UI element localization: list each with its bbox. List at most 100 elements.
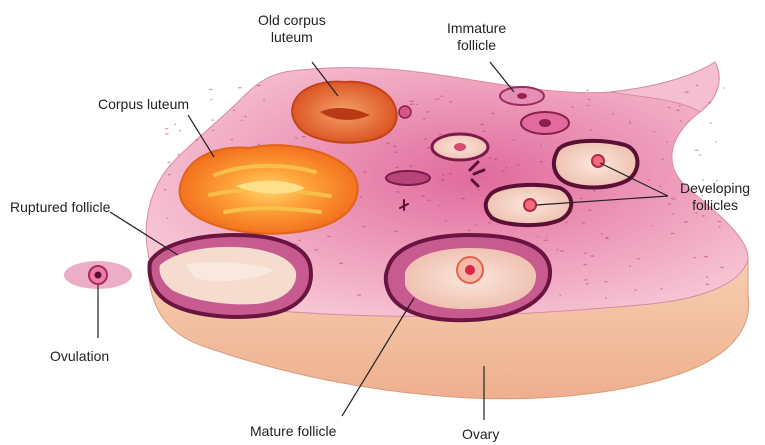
- tissue-speckle: [584, 279, 588, 280]
- tissue-speckle: [165, 133, 169, 134]
- tissue-speckle: [670, 233, 674, 234]
- tissue-speckle: [557, 249, 559, 250]
- tissue-speckle: [257, 144, 260, 145]
- tissue-speckle: [708, 102, 712, 103]
- tissue-speckle: [584, 253, 587, 254]
- tissue-speckle: [442, 180, 445, 181]
- tissue-speckle: [604, 281, 607, 282]
- tissue-speckle: [653, 131, 655, 132]
- tissue-speckle: [174, 124, 176, 125]
- mature-follicle: [386, 235, 550, 320]
- tissue-speckle: [660, 288, 663, 289]
- tissue-speckle: [468, 230, 471, 231]
- tissue-speckle: [537, 236, 539, 237]
- tissue-speckle: [715, 141, 717, 142]
- tissue-speckle: [634, 289, 637, 290]
- tissue-speckle: [233, 110, 235, 111]
- tissue-speckle: [449, 173, 453, 174]
- tissue-speckle: [440, 96, 442, 97]
- tissue-speckle: [540, 161, 544, 162]
- tissue-speckle: [386, 143, 389, 144]
- tissue-speckle: [244, 116, 247, 117]
- ovulation-label: Ovulation: [50, 348, 109, 365]
- tissue-speckle: [605, 238, 609, 239]
- tissue-speckle: [165, 128, 168, 129]
- tissue-speckle: [571, 107, 574, 108]
- tissue-speckle: [410, 104, 414, 105]
- tissue-speckle: [488, 222, 491, 223]
- tissue-speckle: [393, 146, 397, 147]
- tissue-speckle: [238, 87, 242, 88]
- tissue-speckle: [230, 139, 233, 140]
- tissue-speckle: [593, 190, 595, 191]
- tissue-speckle: [629, 123, 632, 124]
- tissue-speckle: [717, 221, 721, 222]
- tissue-speckle: [517, 164, 519, 165]
- tissue-speckle: [710, 123, 712, 124]
- tissue-speckle: [478, 189, 480, 190]
- tissue-speckle: [363, 171, 366, 172]
- tissue-speckle: [651, 225, 653, 226]
- tissue-speckle: [302, 136, 306, 137]
- tissue-speckle: [423, 118, 426, 119]
- tissue-speckle: [426, 147, 430, 148]
- tissue-speckle: [437, 98, 440, 99]
- tissue-speckle: [666, 141, 668, 142]
- tissue-speckle: [588, 99, 591, 100]
- tissue-speckle: [434, 99, 436, 100]
- tissue-speckle: [488, 157, 492, 158]
- tissue-speckle: [720, 267, 724, 268]
- tissue-speckle: [699, 154, 702, 155]
- mature-follicle-label: Mature follicle: [250, 423, 336, 440]
- tissue-speckle: [679, 105, 681, 106]
- tissue-speckle: [168, 174, 171, 175]
- tissue-speckle: [442, 175, 444, 176]
- tissue-speckle: [461, 198, 465, 199]
- tissue-speckle: [583, 264, 587, 265]
- tissue-speckle: [395, 167, 399, 168]
- tissue-speckle: [674, 199, 676, 200]
- tissue-speckle: [680, 120, 682, 121]
- tissue-speckle: [475, 225, 478, 226]
- tissue-speckle: [421, 195, 425, 196]
- tissue-speckle: [298, 240, 301, 241]
- tissue-speckle: [257, 85, 261, 86]
- tissue-speckle: [362, 226, 365, 227]
- tissue-speckle: [396, 191, 400, 192]
- tissue-speckle: [588, 210, 592, 211]
- tissue-speckle: [685, 92, 689, 93]
- tissue-speckle: [210, 99, 212, 100]
- tissue-speckle: [668, 107, 671, 108]
- tissue-speckle: [671, 198, 674, 199]
- tissue-speckle: [394, 231, 397, 232]
- tissue-speckle: [580, 198, 583, 199]
- tissue-speckle: [501, 171, 505, 172]
- tissue-speckle: [241, 120, 243, 121]
- tissue-speckle: [591, 255, 595, 256]
- tissue-speckle: [480, 124, 484, 125]
- tissue-speckle: [544, 240, 548, 241]
- tissue-speckle: [179, 130, 181, 131]
- tissue-speckle: [559, 295, 561, 296]
- developing-follicles-label: Developingfollicles: [680, 180, 750, 214]
- tissue-speckle: [416, 104, 418, 105]
- tissue-speckle: [706, 276, 708, 277]
- tissue-speckle: [582, 222, 585, 223]
- tissue-speckle: [705, 284, 709, 285]
- tissue-speckle: [586, 90, 589, 91]
- ovulation-burst: [64, 261, 132, 289]
- tissue-speckle: [423, 138, 427, 139]
- tissue-speckle: [314, 249, 318, 250]
- immature-follicle-label: Immaturefollicle: [447, 20, 506, 54]
- tissue-speckle: [439, 205, 441, 206]
- tissue-speckle: [426, 111, 430, 112]
- tissue-speckle: [512, 139, 515, 140]
- tissue-speckle: [360, 196, 362, 197]
- tissue-speckle: [357, 294, 361, 295]
- tissue-speckle: [702, 215, 705, 216]
- tissue-speckle: [540, 145, 542, 146]
- tissue-speckle: [636, 258, 640, 259]
